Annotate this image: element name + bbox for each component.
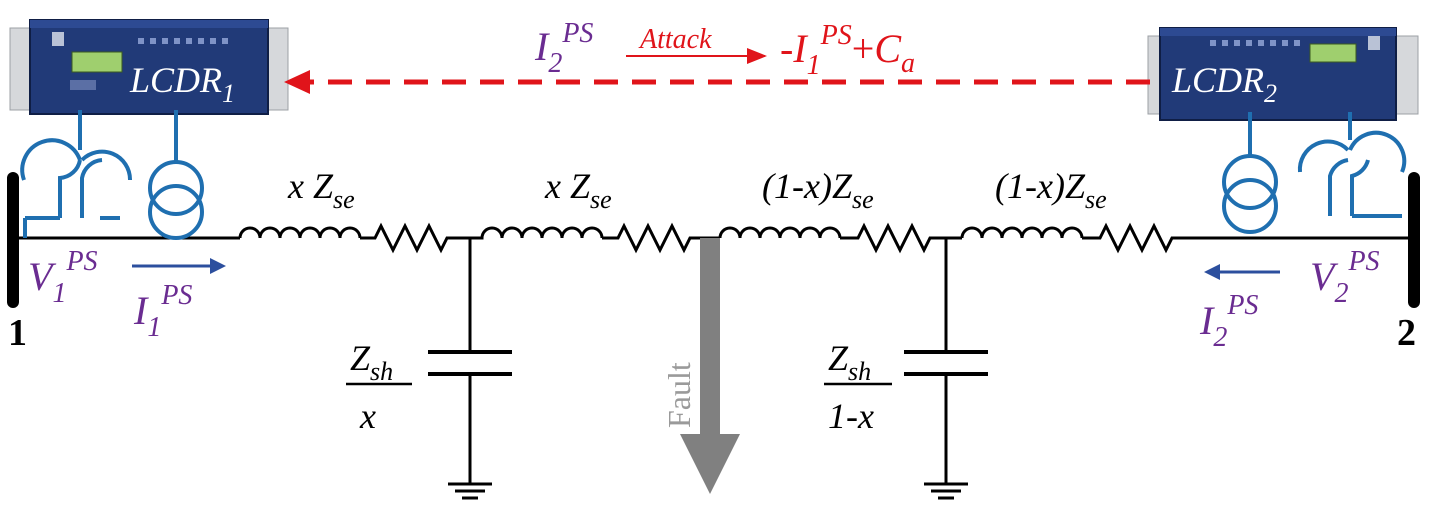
impedance-seg1	[238, 222, 470, 254]
current-label-right: I2PS	[1199, 290, 1258, 353]
current-arrow-left-icon	[132, 258, 226, 274]
fault-label: Fault	[661, 362, 697, 428]
impedance-label-seg2: x Zse	[544, 166, 612, 214]
voltage-transformer-right-icon	[1297, 112, 1407, 218]
attack-link-arrowhead	[284, 70, 310, 94]
ground-right-icon	[924, 482, 968, 500]
shunt-label-left-num: Zsh	[350, 338, 393, 386]
relay-lcdr1	[9, 19, 289, 115]
relay-lcdr2	[1147, 27, 1419, 121]
impedance-seg4	[960, 222, 1177, 254]
impedance-label-seg1: x Zse	[287, 166, 355, 214]
current-transformer-right-icon	[1222, 112, 1278, 234]
relay-lcdr2-label: LCDR2	[1171, 60, 1277, 108]
attack-arrow-text: Attack	[638, 24, 712, 55]
impedance-label-seg3: (1-x)Zse	[762, 166, 874, 214]
voltage-transformer-left-icon	[20, 110, 133, 238]
current-arrow-right-icon	[1204, 264, 1280, 280]
attack-label-right: -I1PS+Ca	[780, 20, 915, 81]
impedance-label-seg4: (1-x)Zse	[995, 166, 1107, 214]
ground-left-icon	[448, 482, 492, 500]
shunt-label-left-den: x	[359, 396, 376, 436]
fault-arrow-icon	[680, 238, 740, 494]
shunt-label-right-num: Zsh	[828, 338, 871, 386]
shunt-capacitor-right	[904, 238, 988, 484]
shunt-label-right-den: 1-x	[828, 396, 874, 436]
current-label-left: I1PS	[133, 280, 192, 343]
shunt-capacitor-left	[428, 238, 512, 484]
impedance-seg2	[470, 222, 720, 254]
bus-1-label: 1	[8, 312, 27, 354]
attack-label-left: I2PS	[534, 18, 593, 79]
bus-2-label: 2	[1397, 312, 1416, 354]
impedance-seg3	[718, 222, 962, 254]
current-transformer-left-icon	[148, 110, 204, 240]
voltage-label-right: V2PS	[1310, 246, 1380, 309]
relay-lcdr1-label: LCDR1	[129, 60, 235, 108]
voltage-label-left: V1PS	[28, 246, 98, 309]
